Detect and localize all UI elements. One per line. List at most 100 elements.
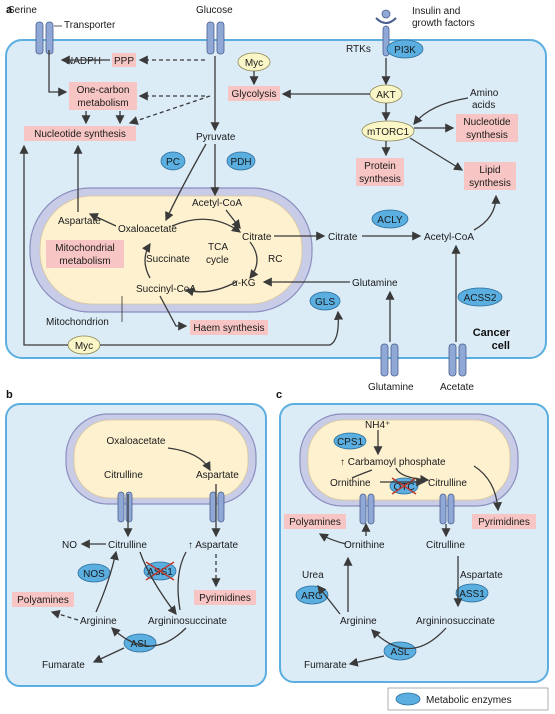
panel-a-arrows [19, 50, 501, 346]
acetate-label: Acetate [440, 382, 474, 393]
glutamine-in-label: Glutamine [352, 278, 398, 289]
pyruvate-label: Pyruvate [196, 132, 236, 143]
b-no-label: NO [62, 540, 77, 551]
mtorc1-label: mTORC1 [367, 127, 409, 138]
b-citrulline-label: Citrulline [108, 540, 147, 551]
oxaloacetate-label: Oxaloacetate [118, 224, 177, 235]
legend-box [387, 687, 549, 711]
citrate-label: Citrate [242, 232, 272, 243]
one-carbon-box [69, 82, 137, 110]
rtks-label: RTKs [346, 44, 371, 55]
protein-synthesis-box [356, 158, 404, 186]
gls-enzyme [309, 291, 341, 311]
c-ornithine-m-label: Ornithine [330, 478, 371, 489]
one-carbon-label-2: metabolism [77, 98, 128, 109]
pc-label: PC [166, 157, 180, 168]
b-fumarate-label: Fumarate [42, 660, 85, 671]
acly-enzyme [371, 209, 409, 229]
transporter-label: Transporter [64, 20, 116, 31]
haem-synthesis-label: Haem synthesis [193, 323, 264, 334]
ppp-box [112, 53, 136, 67]
cancer-cell-label-1: Cancer [473, 327, 511, 339]
panel-c-label: c [276, 389, 282, 401]
ass1-label-c: ASS1 [459, 589, 485, 600]
serine-label: Serine [8, 5, 37, 16]
pdh-label: PDH [230, 157, 251, 168]
pc-enzyme [160, 151, 186, 171]
gls-label: GLS [315, 297, 335, 308]
arg-label: ARG [301, 591, 323, 602]
nadph-label: NADPH [66, 56, 101, 67]
transporter-serine [35, 21, 54, 55]
c-pyrimidines-label: Pyrimidines [478, 517, 530, 528]
cps1-label: CPS1 [337, 437, 364, 448]
b-pyrimidines-label: Pyrimidines [199, 593, 251, 604]
c-ornithine-label: Ornithine [344, 540, 385, 551]
panel-c-arrows [317, 430, 503, 667]
ppp-label: PPP [114, 56, 134, 67]
nucleotide-synthesis-2-label-2: synthesis [466, 130, 508, 141]
mito-metabolism-box [46, 240, 124, 268]
b-arginosuccinate-label: Argininosuccinate [148, 616, 227, 627]
glutamine-label: Glutamine [368, 382, 414, 393]
mitochondrion-b-matrix [73, 419, 249, 499]
one-carbon-label-1: One-carbon [77, 85, 130, 96]
glucose-label: Glucose [196, 5, 233, 16]
nucleotide-synthesis-label: Nucleotide synthesis [34, 129, 126, 140]
transporter-glucose [206, 21, 225, 55]
c-pyrimidines-box [472, 514, 536, 529]
nucleotide-synthesis-2-label-1: Nucleotide [463, 117, 511, 128]
asl-enzyme-c [383, 641, 417, 661]
asl-label-c: ASL [391, 647, 410, 658]
myc-label-top: Myc [245, 58, 263, 69]
transporter-c-left [359, 493, 375, 525]
c-arginine-label: Arginine [340, 616, 377, 627]
nos-label: NOS [83, 569, 105, 580]
pdh-enzyme [226, 151, 256, 171]
otc-inhibited-cross-icon [391, 477, 417, 495]
b-arginine-label: Arginine [80, 616, 117, 627]
lipid-synthesis-label-2: synthesis [469, 178, 511, 189]
rc-label: RC [268, 254, 282, 265]
succinylcoa-label: Succinyl-CoA [136, 284, 196, 295]
b-polyamines-label: Polyamines [17, 595, 69, 606]
c-fumarate-label: Fumarate [304, 660, 347, 671]
cancer-cell-label-2: cell [492, 340, 510, 352]
cps1-enzyme [333, 432, 367, 450]
c-polyamines-box [284, 514, 346, 529]
panel-b-label: b [6, 389, 13, 401]
c-nh4-label: NH4⁺ [365, 420, 390, 431]
panel-a-label: a [6, 4, 13, 16]
ass1-inhibited-cross-icon [145, 561, 175, 581]
pi3k-label: PI3K [394, 45, 416, 56]
acetylcoa-label: Acetyl-CoA [192, 198, 242, 209]
glycolysis-box [228, 86, 280, 101]
transporter-c-right [439, 493, 455, 525]
protein-synthesis-label-2: synthesis [359, 174, 401, 185]
c-citrulline-label: Citrulline [426, 540, 465, 551]
c-citrulline-m-label: Citrulline [428, 478, 467, 489]
legend-enzyme-icon [395, 692, 421, 706]
glycolysis-label: Glycolysis [231, 89, 276, 100]
succinate-label: Succinate [146, 254, 190, 265]
tca-label-2: cycle [206, 255, 229, 266]
insulin-label-2: growth factors [412, 18, 475, 29]
amino-acids-label-1: Amino [470, 88, 499, 99]
citrate-out-label: Citrate [328, 232, 358, 243]
otc-label: OTC [393, 482, 414, 493]
mito-metabolism-label-1: Mitochondrial [55, 243, 114, 254]
ass1-label-b: ASS1 [147, 567, 173, 578]
myc-label-bottom: Myc [75, 341, 93, 352]
b-polyamines-box [12, 592, 74, 607]
akt-label: AKT [376, 90, 395, 101]
c-polyamines-label: Polyamines [289, 517, 341, 528]
acetylcoa-out-label: Acetyl-CoA [424, 232, 474, 243]
protein-synthesis-label-1: Protein [364, 161, 396, 172]
b-oxaloacetate-label: Oxaloacetate [107, 436, 166, 447]
transporter-glutamine [380, 343, 399, 377]
b-pyrimidines-box [194, 590, 256, 605]
tca-label-1: TCA [208, 242, 228, 253]
asl-enzyme-b [123, 633, 157, 653]
b-aspartate-m-label: Aspartate [196, 470, 239, 481]
